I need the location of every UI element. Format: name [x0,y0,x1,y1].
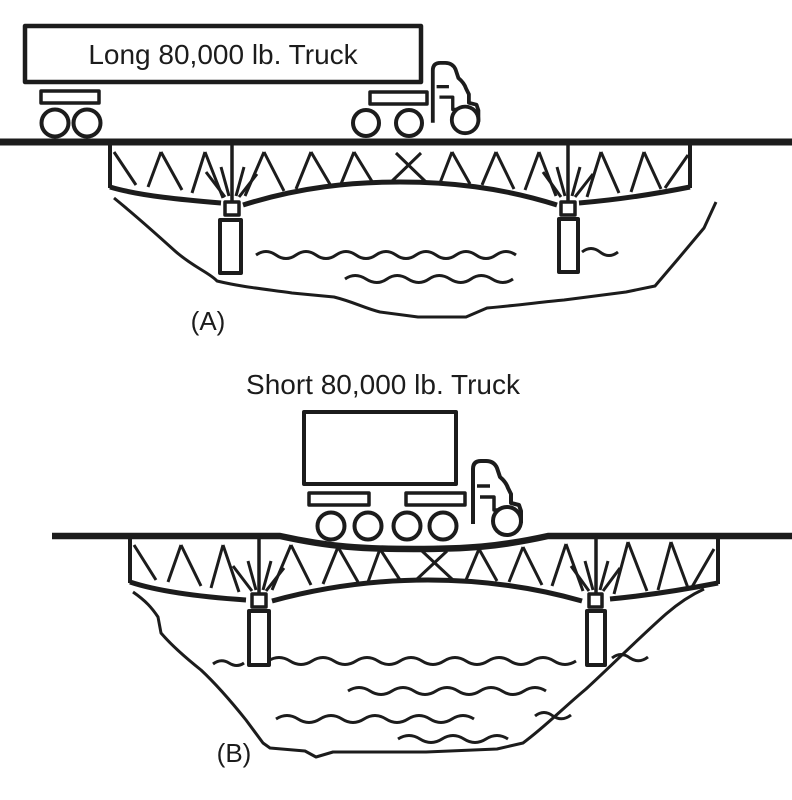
pier-bearing [559,200,577,217]
short-trailer-box [302,410,458,486]
truck-cab [471,459,523,537]
truss-diagonals-right [612,541,716,595]
bottom-chord-arch [242,179,558,208]
pier-bearing [250,592,268,609]
caption-a: (A) [191,306,226,336]
wheel [71,107,103,139]
bottom-chord [109,184,222,206]
water-wave [534,711,572,721]
truss-diagonals-mid-right [438,151,558,197]
road-deck-b-sagging [52,532,792,553]
piers-b [247,592,607,667]
pier-column [557,217,580,274]
pier-column [585,609,607,667]
water-wave [275,714,475,724]
bottom-chord [129,579,247,603]
truck-cab [430,61,481,136]
truss-diagonals-left [132,544,241,593]
wheel [315,510,347,542]
wheel [427,510,459,542]
bottom-chord [578,184,691,206]
pier-bearing [223,200,241,217]
trailer-front-axle-frame [404,491,467,507]
truss-cross-brace [388,151,429,185]
wheel [394,108,424,138]
wheel [391,510,423,542]
water-wave [212,659,245,667]
short-truck-label: Short 80,000 lb. Truck [246,369,521,400]
wheel [39,107,71,139]
pier-fan-braces [569,560,622,592]
pier-fan-braces [231,560,286,592]
trailer-front-axle-frame [368,90,429,106]
long-truck-label: Long 80,000 lb. Truck [88,39,358,70]
pier-bearing [587,592,604,609]
caption-b: (B) [217,738,252,768]
water-wave [255,250,517,260]
wheel [351,108,381,138]
pier-fan-braces [541,166,595,198]
truss-diagonals-mid-left [243,151,375,197]
water-wave [611,653,649,663]
panel-b: Short 80,000 lb. Truck [52,369,792,768]
water-wave [267,656,577,666]
wheel [352,510,384,542]
water-wave [397,734,509,744]
truss-diagonals-left [112,151,225,199]
water-b [212,653,649,744]
water-wave [344,274,514,284]
water-a [255,247,619,284]
riverbed-outline-a [113,196,718,319]
pier-column [218,218,243,275]
piers-a [218,200,580,275]
bottom-chord-arch [271,577,583,604]
truss-cross-brace [414,549,455,582]
truss-diagonals-right [585,151,690,198]
water-wave [581,247,619,257]
riverbed-outline-b [132,587,705,759]
panel-a: Long 80,000 lb. Truck [0,23,792,336]
pier-fan-braces [204,166,259,198]
truss-diagonals-mid-right [464,543,585,592]
bottom-chord [609,580,719,602]
truss-a [108,145,692,208]
long-trailer-box [22,23,424,85]
truss-diagonals-mid-left [270,544,402,591]
trailer-rear-axle-frame [307,491,371,507]
trailer-rear-axle-frame [39,89,101,105]
pier-column [247,609,271,667]
water-wave [347,686,547,696]
truss-b [128,538,720,604]
